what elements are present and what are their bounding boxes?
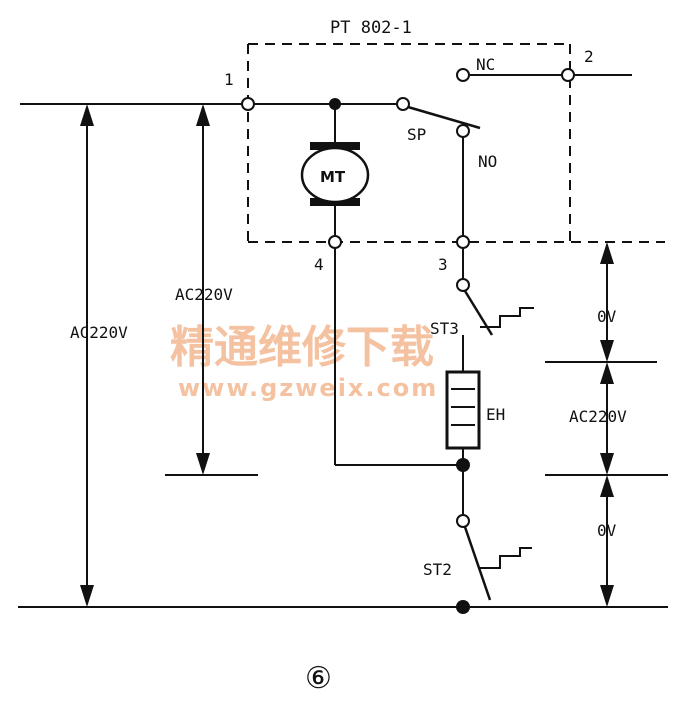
st2-thermal-symbol — [480, 547, 532, 569]
sp-switch-blade — [407, 105, 481, 130]
st3-voltage-arrow — [600, 242, 614, 362]
terminal-2 — [561, 68, 575, 82]
heater-label: EH — [486, 405, 505, 424]
terminal-1-label: 1 — [224, 70, 234, 89]
nc-contact — [456, 68, 470, 82]
controller-title: PT 802-1 — [330, 18, 412, 38]
st2-voltage-label: 0V — [597, 521, 617, 540]
terminal-3 — [456, 235, 470, 249]
st2-label: ST2 — [423, 560, 452, 579]
terminal-1 — [241, 97, 255, 111]
st2-blade — [463, 526, 492, 601]
heater-voltage-arrow — [600, 362, 614, 475]
st3-voltage-label: 0V — [597, 307, 617, 326]
neutral-junction — [456, 600, 470, 614]
st3-thermal-symbol — [480, 307, 534, 328]
st3-label: ST3 — [430, 319, 459, 338]
figure-number: ⑥ — [305, 661, 332, 696]
heater-voltage-label: AC220V — [569, 407, 627, 426]
watermark-url: www.gzweix.com — [178, 374, 438, 402]
motor-voltage-arrow — [165, 104, 258, 476]
watermark-chinese: 精通维修下载 — [170, 322, 434, 373]
sp-pivot-terminal — [396, 97, 410, 111]
terminal-3-label: 3 — [438, 255, 448, 274]
motor-label: MT — [320, 168, 346, 186]
no-label: NO — [478, 152, 497, 171]
motor: MT — [300, 142, 370, 206]
no-contact — [456, 124, 470, 138]
motor-voltage-label: AC220V — [175, 285, 233, 304]
st3-blade — [463, 290, 494, 336]
terminal-2-label: 2 — [584, 47, 594, 66]
total-voltage-arrow — [80, 104, 94, 607]
terminal-4-label: 4 — [314, 255, 324, 274]
st2-voltage-arrow — [600, 475, 614, 607]
heater — [445, 370, 481, 450]
nc-label: NC — [476, 55, 495, 74]
heater-junction — [456, 458, 470, 472]
terminal-4 — [328, 235, 342, 249]
st3-contact — [456, 278, 470, 292]
st2-contact — [456, 514, 470, 528]
watermark: 精通维修下载 www.gzweix.com — [170, 322, 438, 402]
total-voltage-label: AC220V — [70, 323, 128, 342]
sp-label: SP — [407, 125, 426, 144]
